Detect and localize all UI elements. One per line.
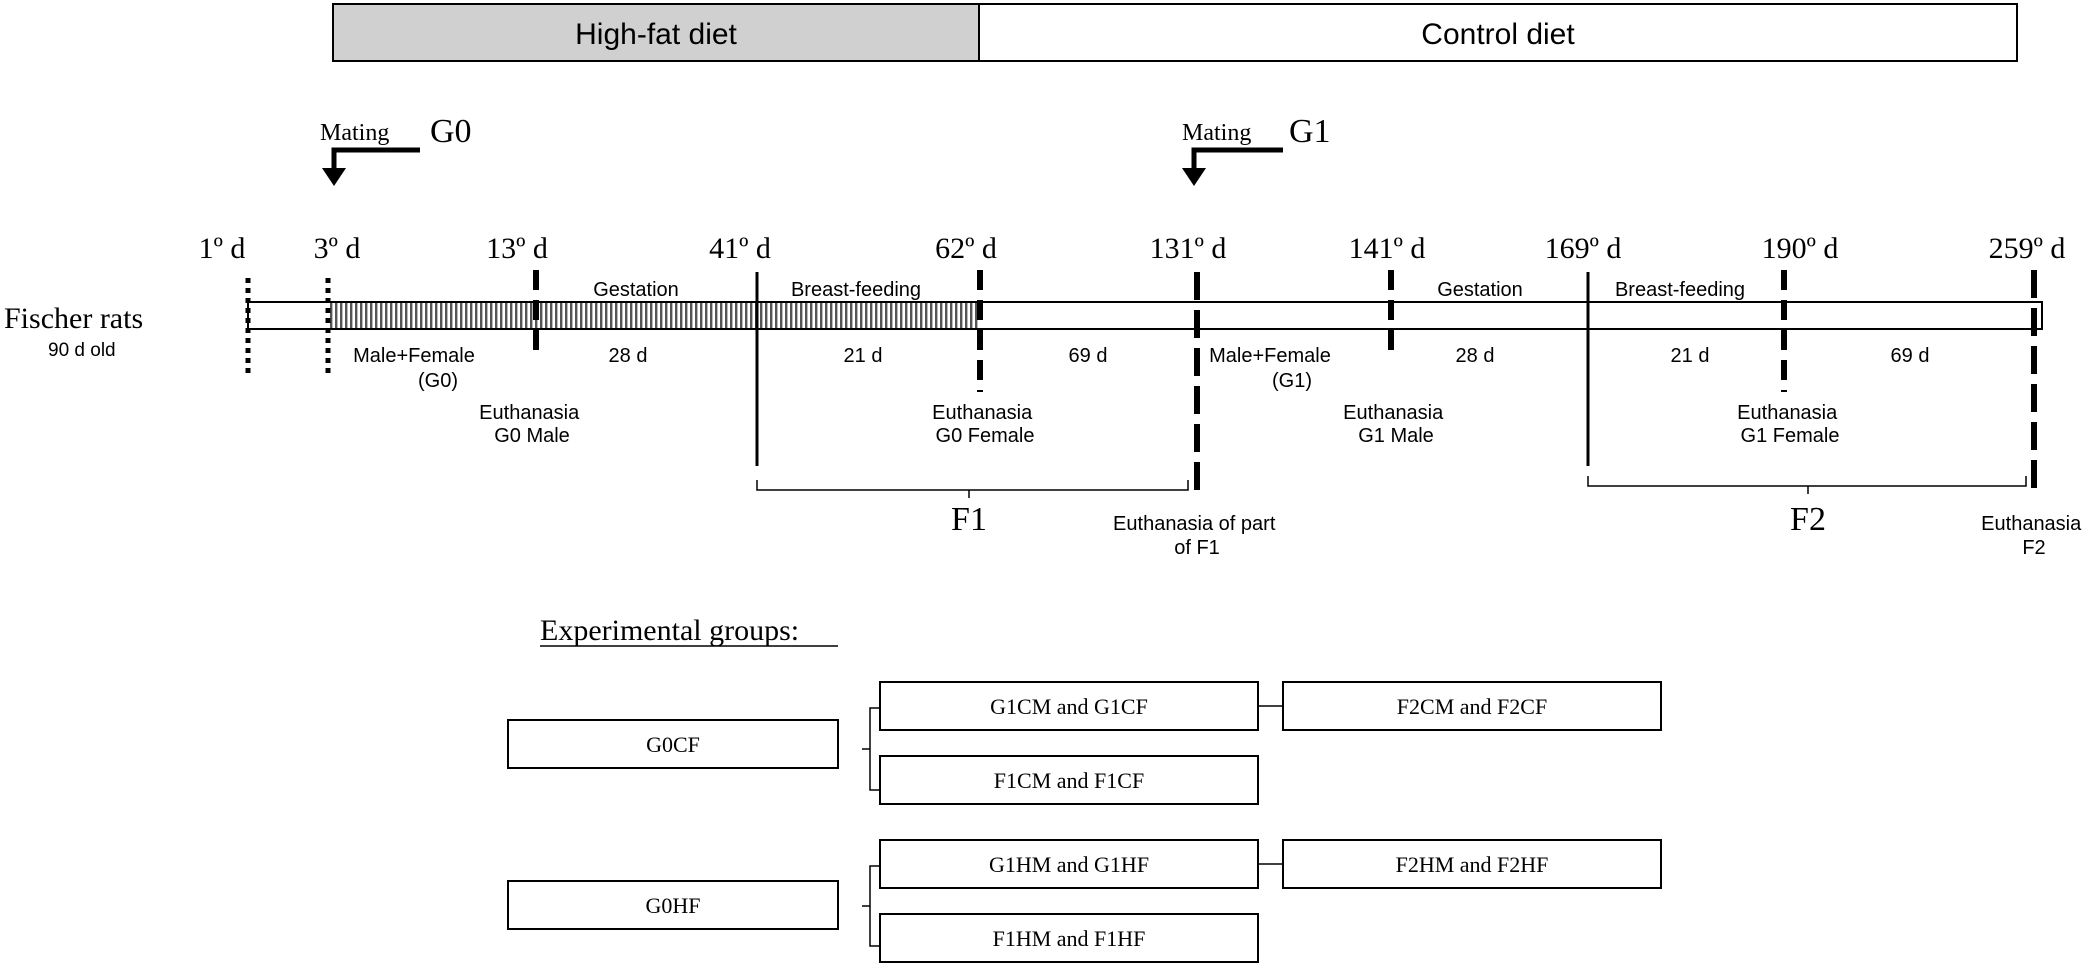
timeline-band [247,301,2043,330]
euthanasia-line: Euthanasia [1343,402,1444,424]
day-label: 1º d [199,232,246,265]
euthanasia-line: Euthanasia [1737,402,1838,424]
subject-age: 90 d old [48,340,116,361]
mating-g1: Mating G1 [1182,113,1331,186]
day-label: 190º d [1762,232,1839,265]
branch-connector [862,865,880,947]
groups-heading: Experimental groups: [540,614,799,647]
pair-generation: (G1) [1272,370,1312,392]
mating-arrow-icon [1182,147,1283,186]
gestation-label: Gestation [1437,279,1523,301]
day-labels: 1º d 3º d 13º d 41º d 62º d 131º d 141º … [199,232,2066,265]
euthanasia-line: G0 Female [936,425,1035,447]
euthanasia-f1-part: Euthanasia of part of F1 [1113,513,1281,559]
day-label: 131º d [1150,232,1227,265]
euthanasia-g0-female: Euthanasia G0 Female [932,402,1038,447]
day-label: 3º d [314,232,361,265]
euthanasia-line: Euthanasia [479,402,580,424]
euthanasia-line: G1 Female [1741,425,1840,447]
breastfeeding-label: Breast-feeding [1615,279,1745,301]
mating-g0: Mating G0 [320,113,472,186]
euthanasia-line: Euthanasia [932,402,1033,424]
phase-labels: Gestation Breast-feeding Gestation Breas… [593,279,1745,301]
day-label: 259º d [1989,232,2066,265]
duration-label: 69 d [1069,345,1108,367]
euthanasia-f2: Euthanasia F2 [1981,513,2087,559]
euthanasia-line: F2 [2022,537,2045,559]
day-label: 13º d [486,232,548,265]
euthanasia-g1-female: Euthanasia G1 Female [1737,402,1843,447]
offspring-f1-brace: F1 [756,480,1189,538]
euthanasia-line: of F1 [1174,537,1220,559]
gestation-label: Gestation [593,279,679,301]
euthanasia-line: Euthanasia [1981,513,2082,535]
day-label: 141º d [1349,232,1426,265]
branch-connector [862,707,880,791]
mating-arrow-icon [322,147,420,186]
mating-label: Mating [320,120,389,146]
duration-label: 69 d [1891,345,1930,367]
group-label-g1h: G1HM and G1HF [989,852,1149,877]
group-box-g1c [879,681,1259,731]
euthanasia-line: Euthanasia of part [1113,513,1276,535]
high-fat-diet-label: High-fat diet [575,18,737,51]
control-diet-segment [978,3,2018,62]
group-box-f2h [1282,839,1662,889]
breeding-pair-g0: Male+Female (G0) [353,345,475,392]
group-box-f1c [879,755,1259,805]
group-label-f2h: F2HM and F2HF [1396,852,1549,877]
breastfeeding-label: Breast-feeding [791,279,921,301]
group-label-g0cf: G0CF [646,732,700,757]
offspring-f1-label: F1 [951,501,987,538]
offspring-f2-brace: F2 [1587,476,2027,538]
euthanasia-line: G1 Male [1358,425,1434,447]
high-fat-diet-segment [332,3,980,62]
euthanasia-line: G0 Male [494,425,570,447]
breeding-pair-g1: Male+Female (G1) [1209,345,1331,392]
euthanasia-labels: Euthanasia G0 Male Euthanasia G0 Female … [479,402,2087,559]
group-box-g0cf [507,719,839,769]
duration-label: 28 d [1456,345,1495,367]
control-diet-label: Control diet [1421,18,1575,51]
group-box-f2c [1282,681,1662,731]
pair-label: Male+Female [353,345,475,367]
group-label-f2c: F2CM and F2CF [1397,694,1547,719]
duration-labels: 28 d 21 d 69 d 28 d 21 d 69 d [609,345,1930,367]
duration-label: 28 d [609,345,648,367]
group-label-f1h: F1HM and F1HF [993,926,1146,951]
day-label: 41º d [709,232,771,265]
subject-name: Fischer rats [4,302,143,335]
mating-label: Mating [1182,120,1251,146]
pair-generation: (G0) [418,370,458,392]
timeline-markers [245,270,2037,497]
group-label-g1c: G1CM and G1CF [990,694,1148,719]
experimental-groups: Experimental groups: G0CF G1CM and G1CF … [507,614,1662,963]
diet-bar: High-fat diet Control diet [332,3,2018,62]
pair-label: Male+Female [1209,345,1331,367]
duration-label: 21 d [1671,345,1710,367]
group-box-g0hf [507,880,839,930]
mating-generation-label: G1 [1289,113,1331,150]
duration-label: 21 d [844,345,883,367]
day-label: 169º d [1545,232,1622,265]
high-fat-period-hatch [330,303,980,328]
group-box-f1h [879,913,1259,963]
group-label-g0hf: G0HF [645,893,700,918]
euthanasia-g0-male: Euthanasia G0 Male [479,402,585,447]
mating-generation-label: G0 [430,113,472,150]
offspring-f2-label: F2 [1790,501,1826,538]
day-label: 62º d [935,232,997,265]
group-box-g1h [879,839,1259,889]
group-label-f1c: F1CM and F1CF [994,768,1144,793]
euthanasia-g1-male: Euthanasia G1 Male [1343,402,1449,447]
